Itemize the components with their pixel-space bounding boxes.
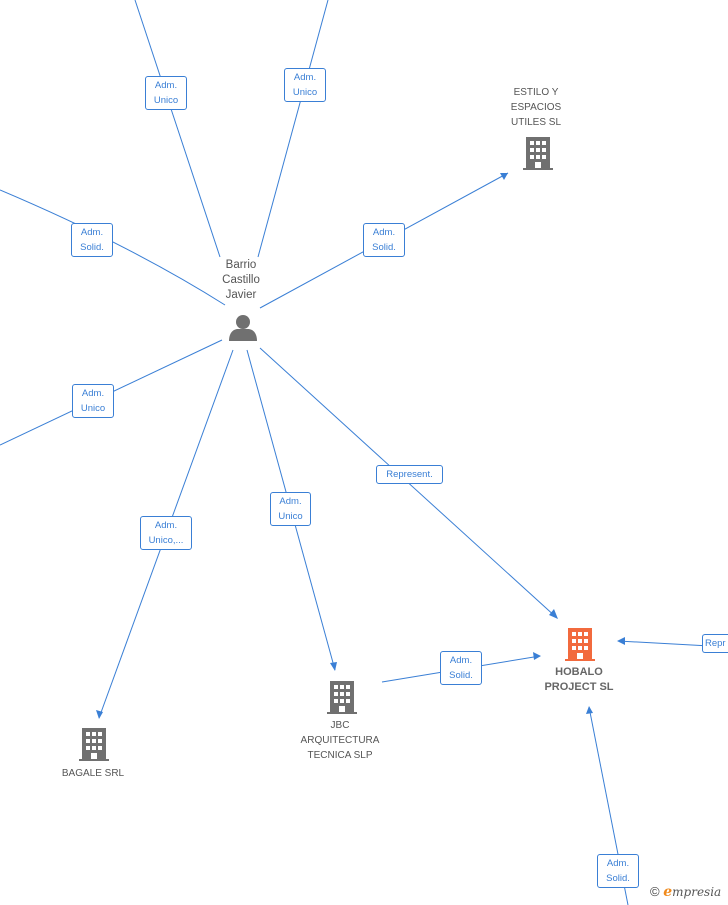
edge-label-to-estilo-line-1: Adm.: [372, 227, 396, 238]
building-icon-estilo[interactable]: [523, 137, 553, 170]
edge-label-to-jbc-line-1: Adm.: [279, 496, 302, 507]
building-icon-bagale[interactable]: [79, 728, 109, 761]
edge-label-right-to-hobalo-line-1: Repr: [705, 638, 726, 649]
arrowhead-estilo: [500, 173, 508, 180]
edge-label-jbc-to-hobalo-line-1: Adm.: [449, 655, 473, 666]
edge-label-right-to-hobalo[interactable]: Repr: [702, 634, 728, 653]
person-icon[interactable]: [229, 315, 257, 341]
hobalo-name-line-1: HOBALO: [555, 666, 603, 678]
edge-label-left-upper[interactable]: Adm. Solid.: [71, 223, 113, 257]
estilo-name-line-3: UTILES SL: [510, 117, 562, 128]
building-icon-jbc[interactable]: [327, 681, 357, 714]
edge-label-jbc-to-hobalo-line-2: Solid.: [449, 670, 473, 681]
jbc-name-line-1: JBC: [330, 720, 350, 731]
arrowhead-hobalo-bottom: [586, 706, 593, 714]
person-name-line-3: Javier: [225, 289, 257, 301]
edge-label-bottom-to-hobalo[interactable]: Adm. Solid.: [597, 854, 639, 888]
company-name-estilo[interactable]: ESTILO Y ESPACIOS UTILES SL: [496, 85, 576, 130]
company-name-jbc[interactable]: JBC ARQUITECTURA TECNICA SLP: [290, 718, 390, 763]
edge-label-left-lower[interactable]: Adm. Unico: [72, 384, 114, 418]
bagale-name-line-1: BAGALE SRL: [61, 768, 125, 779]
arrowhead-hobalo-right: [617, 637, 625, 645]
edge-label-top-left-line-1: Adm.: [154, 80, 178, 91]
edge-top-right: [257, 0, 329, 258]
brand-logo[interactable]: empresia: [663, 884, 722, 900]
edge-label-top-right-line-1: Adm.: [293, 72, 317, 83]
estilo-name-line-1: ESTILO Y: [513, 87, 559, 98]
person-name-line-2: Castillo: [222, 274, 260, 286]
company-name-bagale[interactable]: BAGALE SRL: [50, 766, 136, 781]
edge-label-to-hobalo[interactable]: Represent.: [376, 465, 443, 484]
edge-label-top-left[interactable]: Adm. Unico: [145, 76, 187, 110]
edge-label-to-bagale-line-2: Unico,...: [148, 535, 184, 546]
edge-label-left-lower-line-2: Unico: [80, 403, 106, 414]
arrowheads: [96, 173, 625, 719]
arrowhead-bagale: [96, 710, 103, 719]
edge-label-jbc-to-hobalo[interactable]: Adm. Solid.: [440, 651, 482, 685]
edge-label-left-lower-line-1: Adm.: [81, 388, 105, 399]
person-name[interactable]: Barrio Castillo Javier: [211, 258, 271, 303]
edge-label-bottom-to-hobalo-line-1: Adm.: [606, 858, 630, 869]
building-icon-hobalo[interactable]: [565, 628, 595, 661]
hobalo-name-line-2: PROJECT SL: [544, 681, 614, 693]
edge-label-left-upper-line-1: Adm.: [80, 227, 104, 238]
edge-label-to-jbc-line-2: Unico: [278, 511, 303, 522]
edge-left-upper: [0, 189, 226, 306]
jbc-name-line-3: TECNICA SLP: [307, 750, 373, 761]
edge-label-top-right-line-2: Unico: [292, 87, 318, 98]
edge-label-to-estilo[interactable]: Adm. Solid.: [363, 223, 405, 257]
arrowhead-hobalo-jbc: [533, 652, 541, 660]
edge-label-to-bagale[interactable]: Adm. Unico,...: [140, 516, 192, 550]
estilo-name-line-2: ESPACIOS: [510, 102, 562, 113]
jbc-name-line-2: ARQUITECTURA: [300, 735, 380, 746]
copyright-notice: © empresia: [650, 884, 721, 900]
copyright-symbol: ©: [650, 884, 660, 899]
edge-label-top-left-line-2: Unico: [153, 95, 179, 106]
brand-initial: e: [663, 884, 673, 900]
brand-rest: mpresia: [672, 885, 722, 899]
arrowhead-jbc: [330, 662, 337, 671]
edge-label-to-estilo-line-2: Solid.: [372, 242, 396, 253]
edge-top-left: [134, 0, 221, 258]
edge-label-bottom-to-hobalo-line-2: Solid.: [606, 873, 630, 884]
person-name-line-1: Barrio: [225, 259, 257, 271]
edge-label-to-bagale-line-1: Adm.: [154, 520, 178, 531]
company-name-hobalo[interactable]: HOBALO PROJECT SL: [530, 665, 628, 695]
edge-label-left-upper-line-2: Solid.: [80, 242, 104, 253]
edge-label-to-hobalo-line-1: Represent.: [386, 469, 433, 480]
edge-label-top-right[interactable]: Adm. Unico: [284, 68, 326, 102]
arrowhead-hobalo-represent: [549, 609, 558, 619]
edge-label-to-jbc[interactable]: Adm. Unico: [270, 492, 311, 526]
